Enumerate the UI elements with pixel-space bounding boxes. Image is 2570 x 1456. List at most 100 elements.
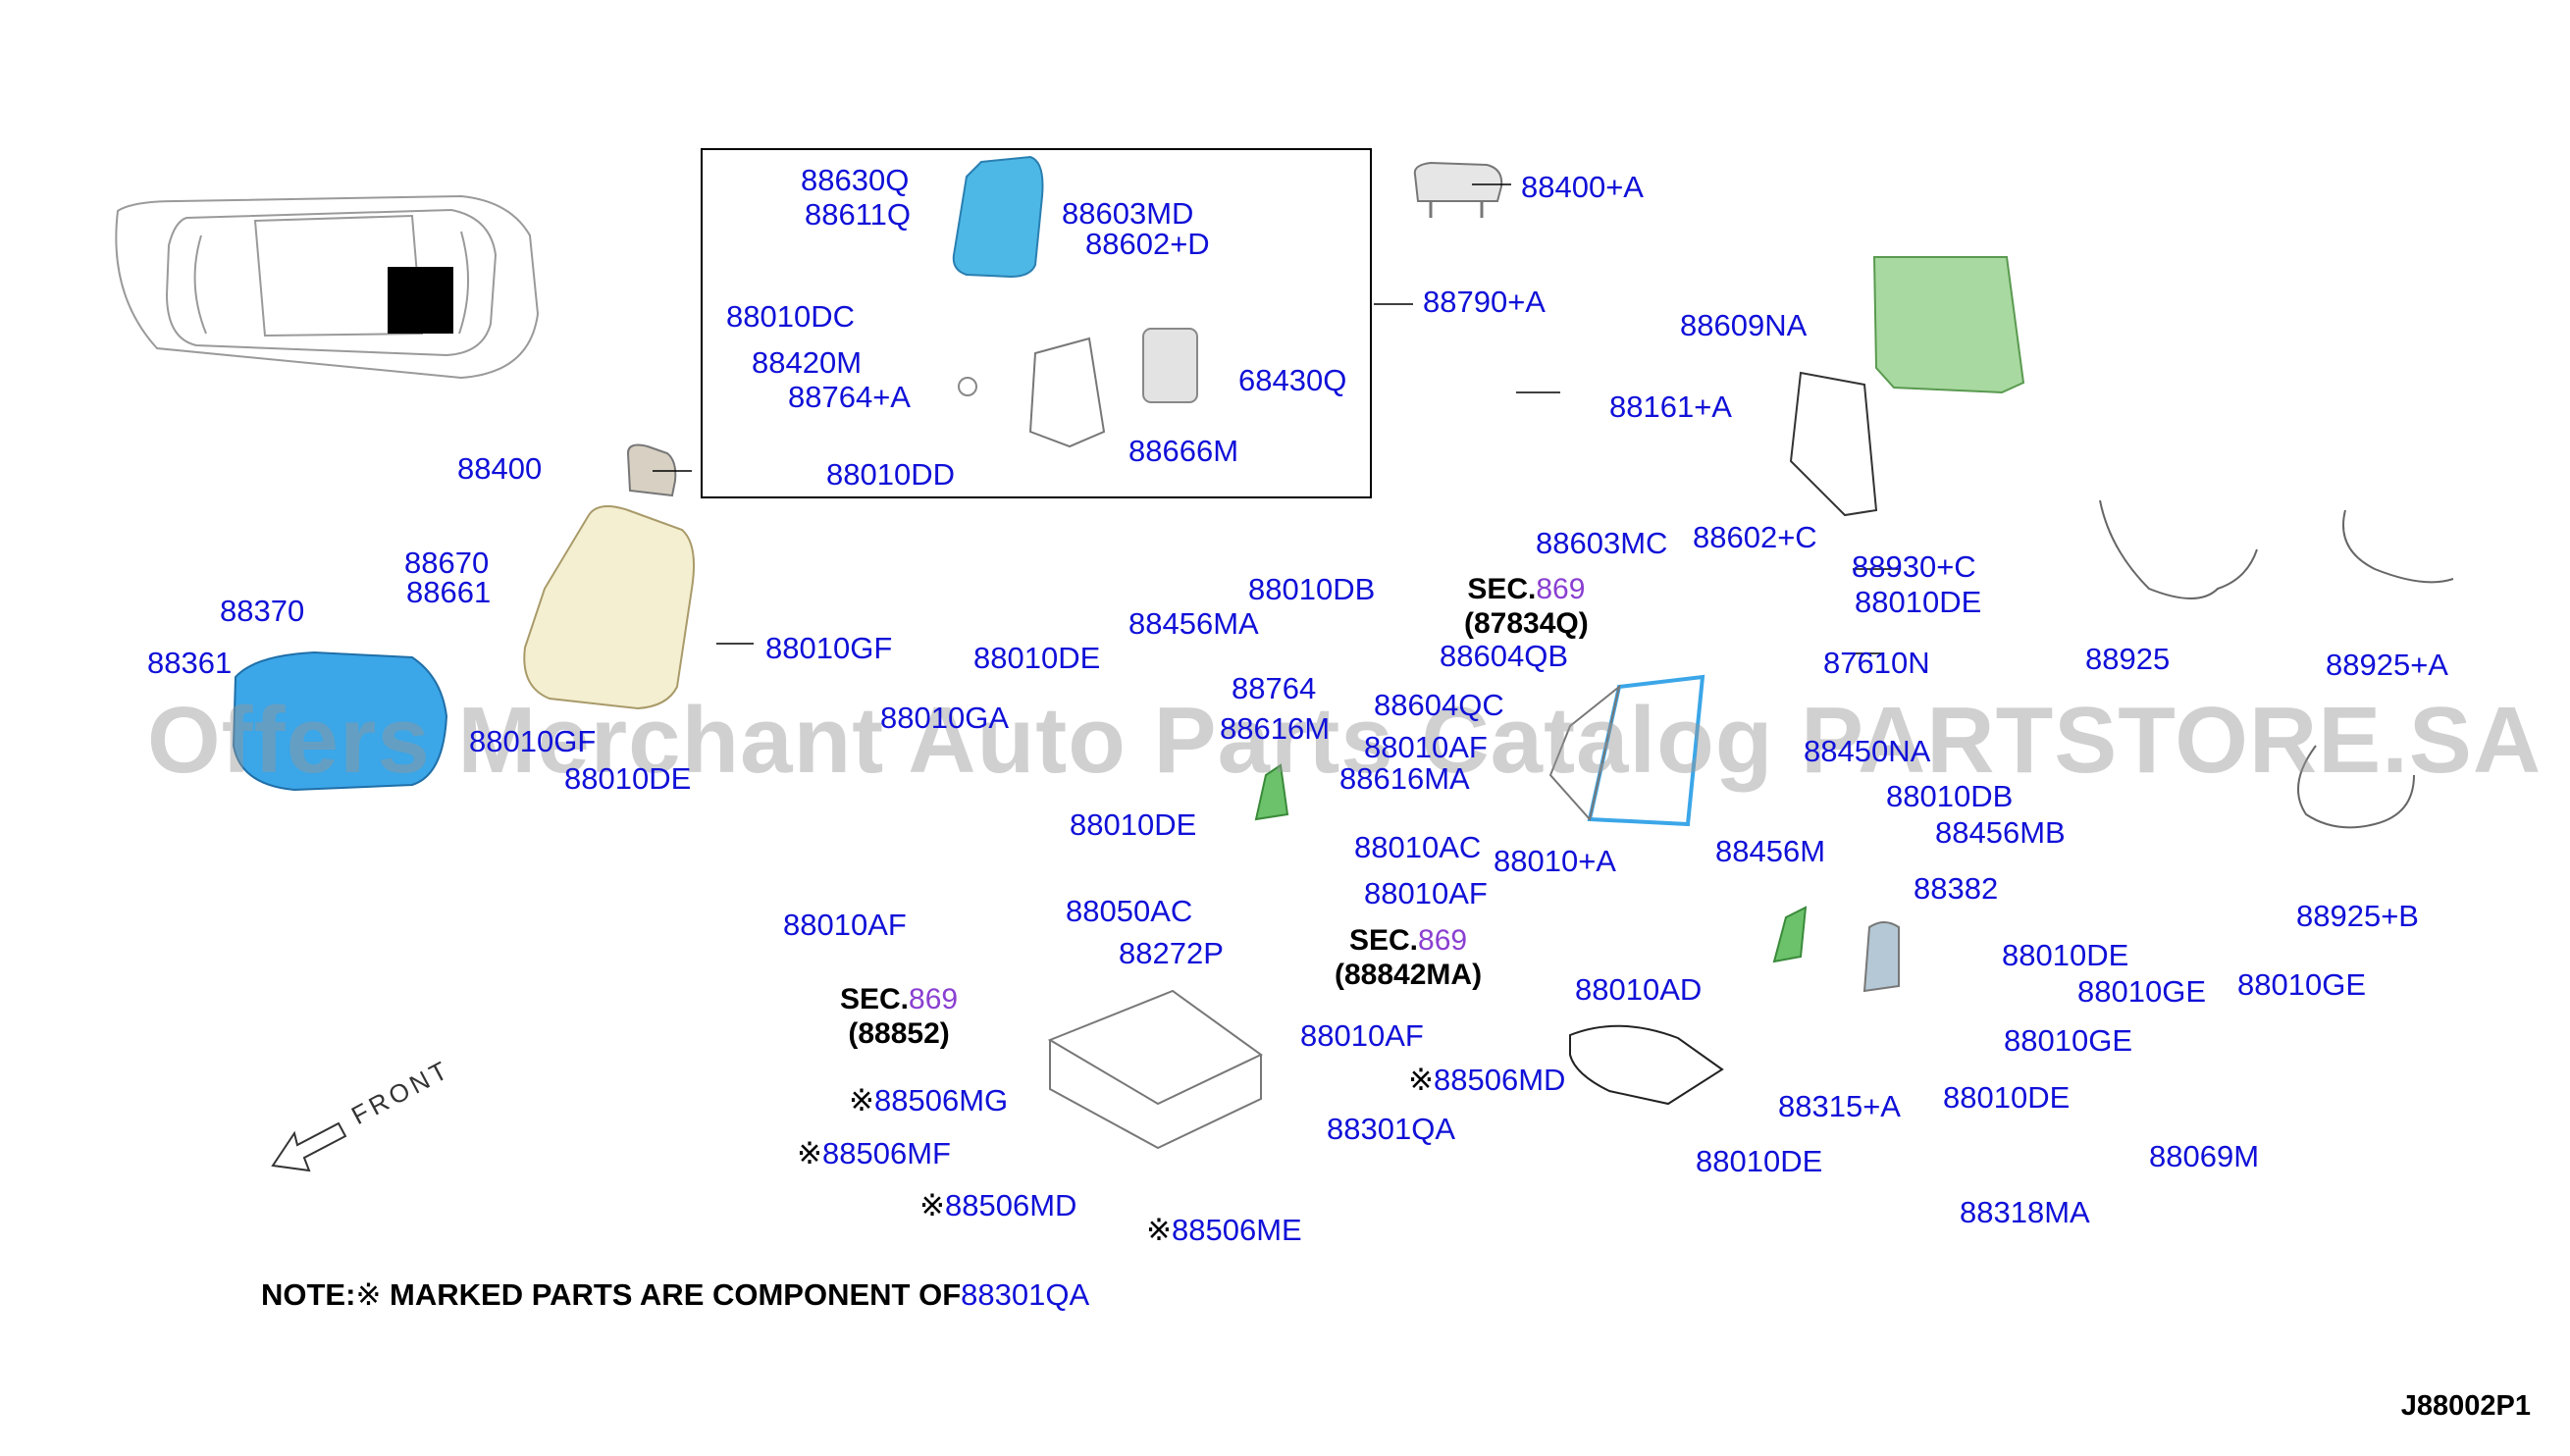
part-number: 88010DE [564,761,692,796]
part-number: 88764 [1232,671,1317,705]
part-number: 88315+A [1778,1089,1901,1123]
part-label-88382[interactable]: 88382 [1914,873,1998,904]
part-label-88370[interactable]: 88370 [220,596,304,626]
part-label-88604qb[interactable]: 88604QB [1440,641,1568,671]
part-label-88010af[interactable]: 88010AF [783,910,907,940]
part-label-88506mg[interactable]: ※88506MG [849,1085,1008,1116]
part-label-88010db[interactable]: 88010DB [1248,574,1375,604]
part-label-88790-plus-a[interactable]: 88790+A [1423,286,1546,317]
part-label-88400[interactable]: 88400 [457,453,542,484]
part-label-88010de[interactable]: 88010DE [2002,940,2128,970]
sec-ref-87834q[interactable]: SEC.869 (87834Q) [1464,573,1589,641]
part-label-88361[interactable]: 88361 [147,648,232,678]
part-label-88925[interactable]: 88925 [2085,644,2170,674]
note-mark: ※ [355,1277,382,1312]
sec-ref-88852[interactable]: SEC.869 (88852) [840,983,958,1051]
part-label-88764[interactable]: 88764 [1232,673,1316,703]
part-label-88609na[interactable]: 88609NA [1680,310,1807,340]
part-label-88506mf[interactable]: ※88506MF [797,1138,951,1169]
headrest-upper [1413,161,1503,218]
part-number: 88010GA [880,701,1009,735]
part-label-88506me[interactable]: ※88506ME [1146,1215,1302,1245]
part-label-88010de[interactable]: 88010DE [973,643,1100,673]
part-label-88456ma[interactable]: 88456MA [1128,608,1259,639]
diagram-code: J88002P1 [2400,1390,2531,1422]
brackets [1254,763,1808,963]
part-label-88602-plus-d[interactable]: 88602+D [1085,229,1210,259]
part-number: 88010DC [726,299,855,334]
part-label-88010af[interactable]: 88010AF [1364,732,1488,762]
part-label-88010de[interactable]: 88010DE [1696,1146,1822,1176]
part-label-88456mb[interactable]: 88456MB [1935,817,2066,848]
part-label-88010de[interactable]: 88010DE [1855,587,1981,617]
part-label-88010gf[interactable]: 88010GF [469,726,596,756]
part-label-68430q[interactable]: 68430Q [1238,365,1346,395]
part-label-88616ma[interactable]: 88616MA [1339,763,1470,794]
part-label-88318ma[interactable]: 88318MA [1960,1197,2090,1227]
part-label-88010ad[interactable]: 88010AD [1575,974,1702,1005]
part-number: 88010AF [783,908,907,942]
part-label-88930-plus-c[interactable]: 88930+C [1852,551,1976,582]
part-label-88010dc[interactable]: 88010DC [726,301,855,332]
part-number: 88161+A [1609,390,1732,424]
part-label-88010ga[interactable]: 88010GA [880,702,1009,733]
part-label-88050ac[interactable]: 88050AC [1066,896,1192,926]
part-label-88400-plus-a[interactable]: 88400+A [1521,172,1644,202]
part-label-88010-plus-a[interactable]: 88010+A [1494,846,1616,876]
part-label-88010db[interactable]: 88010DB [1886,781,2013,811]
part-label-87610n[interactable]: 87610N [1823,648,1930,678]
part-label-88010dd[interactable]: 88010DD [826,459,955,490]
part-label-88010ge[interactable]: 88010GE [2077,976,2206,1007]
part-number: 88506MG [873,1083,1009,1118]
part-label-88506md[interactable]: ※88506MD [1408,1065,1565,1095]
part-label-88661[interactable]: 88661 [406,577,491,607]
part-label-88069m[interactable]: 88069M [2149,1141,2259,1171]
part-number: 88925+B [2296,899,2419,933]
sec-prefix: SEC. [840,983,910,1015]
part-label-88010af[interactable]: 88010AF [1300,1020,1424,1051]
seat-location-marker [388,267,453,334]
part-label-88010ge[interactable]: 88010GE [2237,969,2366,1000]
part-label-88010af[interactable]: 88010AF [1364,878,1488,909]
part-number: 88272P [1119,936,1224,970]
part-label-88604qc[interactable]: 88604QC [1374,690,1504,720]
part-label-88611q[interactable]: 88611Q [805,199,911,230]
sec-ref-88842ma[interactable]: SEC.869 (88842MA) [1335,924,1482,992]
side-cover [1862,921,1900,993]
part-label-88925-plus-a[interactable]: 88925+A [2326,650,2448,680]
part-label-88010de[interactable]: 88010DE [1070,809,1196,840]
part-number: 88925+A [2326,648,2448,682]
part-number: 88400 [457,451,543,486]
part-label-88616m[interactable]: 88616M [1220,713,1330,744]
part-label-88603md[interactable]: 88603MD [1062,198,1193,229]
part-number: 88602+D [1085,227,1210,261]
part-number: 88790+A [1423,285,1546,319]
part-label-88666m[interactable]: 88666M [1128,436,1238,466]
part-label-88764-plus-a[interactable]: 88764+A [788,382,911,412]
part-number: 88456MA [1128,606,1259,641]
part-label-88420m[interactable]: 88420M [752,347,862,378]
part-label-88010de[interactable]: 88010DE [1943,1082,2070,1113]
part-label-88456m[interactable]: 88456M [1715,836,1825,866]
part-label-88670[interactable]: 88670 [404,547,489,578]
seat-cushion [232,650,448,792]
part-label-88603mc[interactable]: 88603MC [1536,528,1667,558]
component-mark: ※ [1146,1213,1172,1247]
part-label-88010ac[interactable]: 88010AC [1354,832,1481,862]
part-label-88602-plus-c[interactable]: 88602+C [1693,522,1817,552]
part-label-88272p[interactable]: 88272P [1119,938,1224,968]
part-label-88315-plus-a[interactable]: 88315+A [1778,1091,1901,1121]
part-label-88010gf[interactable]: 88010GF [765,633,892,663]
part-label-88301qa[interactable]: 88301QA [1327,1114,1455,1144]
part-label-88161-plus-a[interactable]: 88161+A [1609,391,1732,422]
part-label-88506md[interactable]: ※88506MD [919,1190,1076,1221]
note-ref[interactable]: 88301QA [961,1277,1090,1312]
part-label-88010de[interactable]: 88010DE [564,763,691,794]
part-label-88630q[interactable]: 88630Q [801,165,909,195]
part-label-88925-plus-b[interactable]: 88925+B [2296,901,2419,931]
part-label-88010ge[interactable]: 88010GE [2004,1025,2132,1056]
part-label-88450na[interactable]: 88450NA [1804,736,1930,766]
component-mark: ※ [919,1188,945,1222]
